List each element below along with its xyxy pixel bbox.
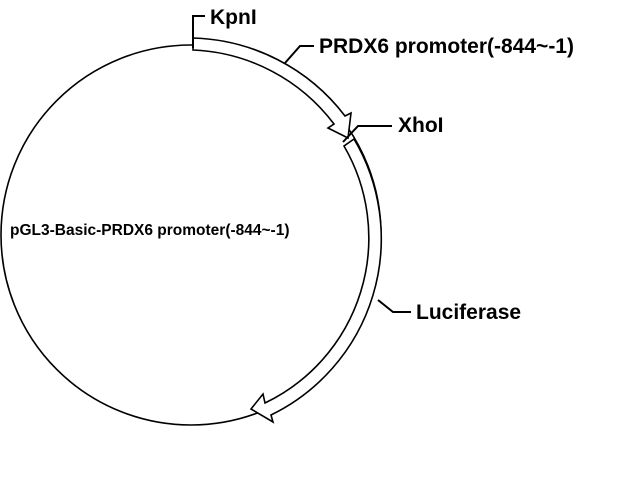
kpni-site-line — [192, 15, 205, 48]
promoter-label: PRDX6 promoter(-844~-1) — [319, 35, 574, 58]
luciferase-feature-arrow — [249, 137, 383, 424]
kpni-label: KpnI — [210, 6, 257, 29]
luciferase-label: Luciferase — [416, 301, 521, 324]
promoter-leader-line — [284, 45, 314, 64]
luciferase-leader-line — [377, 299, 411, 313]
plasmid-name: pGL3-Basic-PRDX6 promoter(-844~-1) — [10, 222, 290, 239]
xhoi-label: XhoI — [398, 114, 444, 137]
xhoi-site-line — [342, 125, 392, 143]
